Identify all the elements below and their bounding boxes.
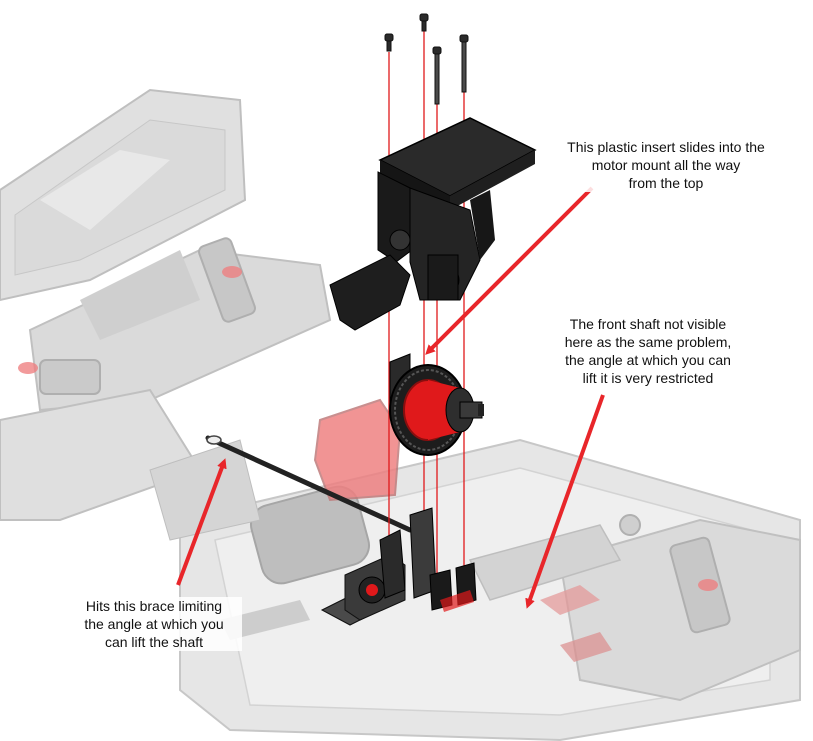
motor-mount-top	[329, 117, 537, 331]
insert-annotation: This plastic insert slides into the moto…	[548, 138, 784, 192]
screw-3	[432, 46, 442, 105]
screw-1	[384, 33, 394, 52]
arrow-insert	[425, 186, 594, 355]
front-shaft-annotation: The front shaft not visible here as the …	[540, 315, 756, 387]
center-diff-spur-gear	[389, 353, 484, 456]
callout-arrows	[176, 186, 605, 609]
brace-rod	[205, 435, 413, 533]
arrow-front-shaft	[525, 394, 605, 609]
screw-4	[459, 34, 469, 93]
brace-annotation: Hits this brace limiting the angle at wh…	[66, 597, 242, 651]
diff-housing-ghost	[313, 398, 402, 502]
arrow-brace	[176, 458, 227, 586]
screw-2	[419, 13, 429, 32]
screws	[384, 13, 469, 105]
ghost-chassis	[0, 88, 801, 741]
lower-motor-mount	[320, 507, 477, 626]
